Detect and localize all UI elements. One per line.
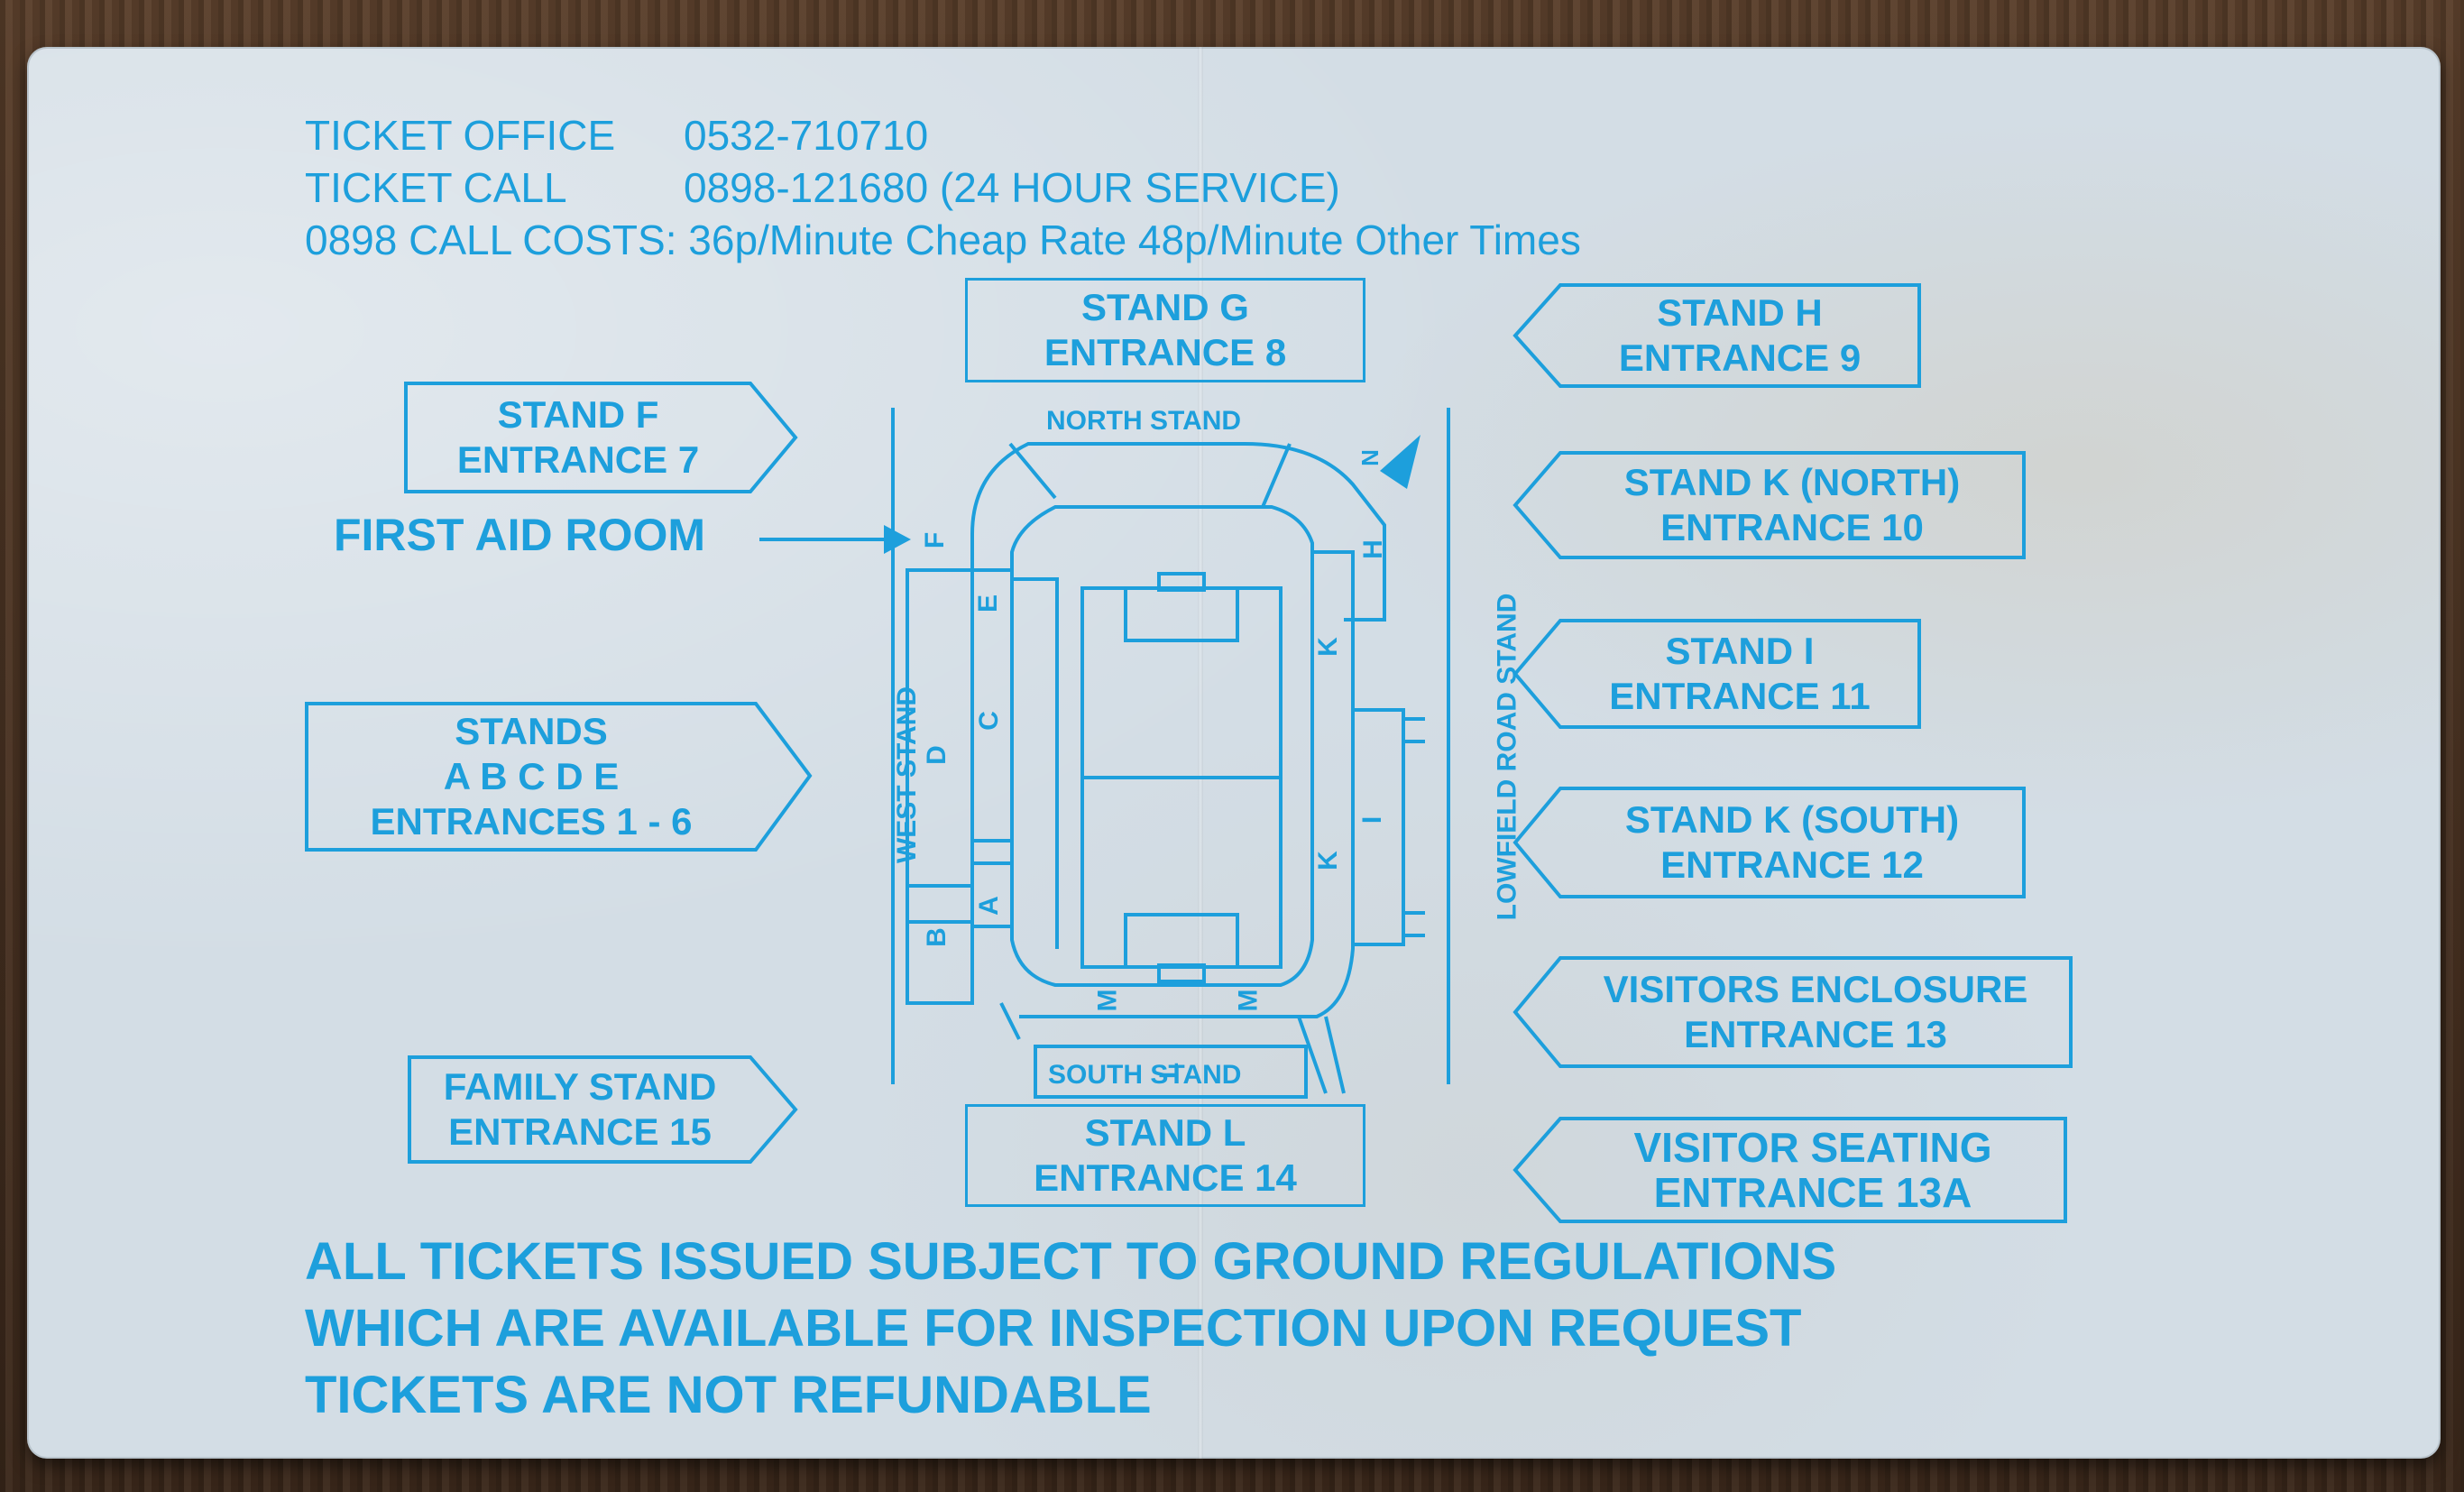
section-l-label: L (1154, 1062, 1185, 1080)
stand-k-north-entrance: ENTRANCE 10 (1660, 506, 1924, 548)
stand-i-label: STAND I (1665, 630, 1815, 672)
stadium-map (305, 283, 2073, 1223)
north-goal (1157, 572, 1206, 592)
stands-abcde-box: STANDS A B C D E ENTRANCES 1 - 6 (307, 704, 756, 850)
visitors-enclosure-box: VISITORS ENCLOSURE ENTRANCE 13 (1560, 958, 2071, 1066)
section-b-block (906, 884, 974, 1005)
section-e-label: E (973, 594, 1004, 613)
ticket-office-number: 0532-710710 (684, 112, 929, 159)
first-aid-arrowhead (884, 525, 911, 554)
stand-h-box: STAND H ENTRANCE 9 (1560, 285, 1919, 386)
stands-entrances: ENTRANCES 1 - 6 (370, 800, 693, 843)
stand-l-label: STAND L (1084, 1111, 1246, 1154)
stand-f-box-outline (404, 382, 798, 493)
section-f-label: F (920, 531, 951, 549)
section-a-label: A (973, 896, 1004, 916)
section-i-block (1351, 708, 1405, 946)
footer-line-1: ALL TICKETS ISSUED SUBJECT TO GROUND REG… (305, 1232, 1837, 1291)
first-aid-room-label: FIRST AID ROOM (334, 510, 706, 560)
south-penalty-box (1124, 913, 1239, 969)
stand-l-box: STAND L ENTRANCE 14 (965, 1104, 1365, 1207)
stand-i-box: STAND I ENTRANCE 11 (1560, 621, 1919, 727)
section-m-left-label: M (1092, 989, 1123, 1012)
south-goal (1157, 963, 1206, 983)
footer-line-3: TICKETS ARE NOT REFUNDABLE (305, 1366, 1152, 1424)
north-penalty-box (1124, 586, 1239, 642)
stand-g-label: STAND G (1081, 286, 1249, 328)
stand-k-south-box: STAND K (SOUTH) ENTRANCE 12 (1560, 788, 2024, 897)
call-costs: 0898 CALL COSTS: 36p/Minute Cheap Rate 4… (305, 216, 1581, 263)
ticket-call-label: TICKET CALL (305, 164, 567, 211)
stand-k-south-box-outline (1512, 787, 2026, 898)
family-stand-entrance: ENTRANCE 15 (448, 1110, 712, 1153)
stand-k-south-label: STAND K (SOUTH) (1624, 798, 1960, 841)
section-i-label: I (1357, 815, 1388, 824)
stand-h-label: STAND H (1657, 291, 1823, 334)
north-arrow-icon (1380, 435, 1420, 489)
outer-ring-east (1019, 550, 1355, 1018)
ticket-call-number: 0898-121680 (24 HOUR SERVICE) (684, 164, 1340, 211)
stand-k-north-label: STAND K (NORTH) (1623, 461, 1961, 503)
stand-g-entrance: ENTRANCE 8 (1044, 331, 1287, 373)
family-stand-box-outline (408, 1055, 798, 1164)
section-l-block (1034, 1045, 1308, 1099)
section-k-south-label: K (1312, 851, 1343, 870)
outer-ring-north (970, 442, 1386, 622)
west-stand-label: WEST STAND (892, 686, 923, 864)
stand-g-box: STAND G ENTRANCE 8 (965, 278, 1365, 382)
section-d-label: D (921, 745, 952, 765)
stand-i-entrance: ENTRANCE 11 (1609, 675, 1871, 717)
outer-ring-corners (1008, 442, 1292, 508)
inner-ring (1010, 505, 1314, 987)
visitors-enclosure-entrance: ENTRANCE 13 (1684, 1013, 1947, 1055)
stand-h-box-outline (1512, 283, 1921, 388)
section-b-label: B (921, 927, 952, 947)
stand-k-south-entrance: ENTRANCE 12 (1660, 843, 1924, 886)
section-c-block (970, 568, 1014, 865)
ticket-office-label: TICKET OFFICE (305, 112, 616, 159)
visitor-seating-label: VISITOR SEATING (1633, 1124, 1992, 1171)
section-h-label: H (1357, 539, 1388, 559)
stand-f-box: STAND F ENTRANCE 7 (406, 383, 750, 492)
family-stand-label: FAMILY STAND (443, 1065, 717, 1108)
stands-label: STANDS (455, 710, 608, 752)
lowfield-road-stand-label: LOWFIELD ROAD STAND (1492, 593, 1522, 921)
section-i-ticks (1403, 717, 1425, 937)
north-marker-label: N (1356, 449, 1384, 466)
visitor-seating-entrance: ENTRANCE 13A (1653, 1169, 1972, 1216)
visitor-seating-box: VISITOR SEATING ENTRANCE 13A (1560, 1119, 2065, 1221)
stands-letters: A B C D E (443, 755, 620, 797)
south-stand-label: SOUTH STAND (1048, 1060, 1242, 1090)
stand-k-north-box-outline (1512, 451, 2026, 559)
footer-line-2: WHICH ARE AVAILABLE FOR INSPECTION UPON … (305, 1299, 1802, 1358)
stand-k-north-box: STAND K (NORTH) ENTRANCE 10 (1560, 453, 2024, 557)
stand-i-box-outline (1512, 619, 1921, 729)
family-stand-box: FAMILY STAND ENTRANCE 15 (409, 1057, 750, 1162)
paper-fold (1198, 47, 1203, 1459)
stand-h-entrance: ENTRANCE 9 (1618, 336, 1862, 379)
visitors-enclosure-label: VISITORS ENCLOSURE (1603, 968, 2028, 1010)
stand-f-label: STAND F (497, 393, 659, 436)
inner-ring-west (1012, 577, 1059, 949)
section-m-right-label: M (1233, 989, 1264, 1012)
section-c-label: C (973, 711, 1004, 731)
ticket-back: TICKET OFFICE 0532-710710 TICKET CALL 08… (27, 47, 2441, 1459)
visitors-enclosure-box-outline (1512, 956, 2073, 1068)
section-k-north-label: K (1312, 637, 1343, 657)
north-stand-label: NORTH STAND (1046, 406, 1242, 436)
visitor-seating-box-outline (1512, 1117, 2067, 1223)
stand-f-entrance: ENTRANCE 7 (456, 438, 700, 481)
stand-l-entrance: ENTRANCE 14 (1034, 1156, 1297, 1199)
south-corner-lines (999, 1002, 1346, 1094)
stands-abcde-box-outline (305, 702, 813, 852)
